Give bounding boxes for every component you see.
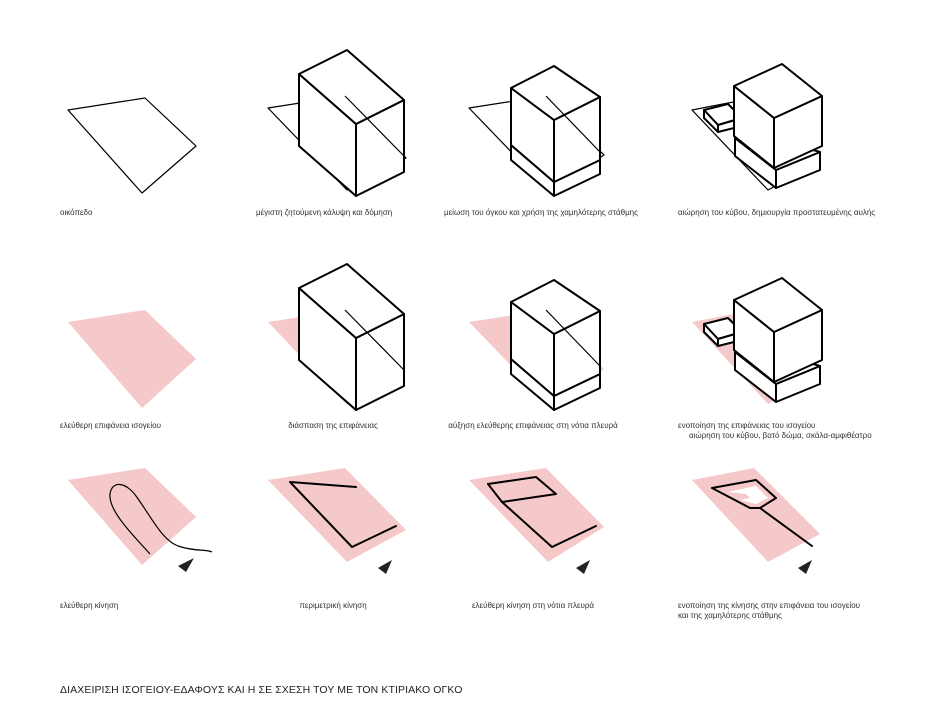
diagram-perimeter-movement bbox=[268, 468, 406, 574]
diagram-free-movement-south bbox=[469, 468, 604, 574]
diagram-free-ground-surface bbox=[68, 310, 196, 408]
caption-free-ground-surface: ελεύθερη επιφάνεια ισογείου bbox=[60, 421, 161, 430]
caption-increased-free-surface: αύξηση ελεύθερης επιφάνειας στη νότια πλ… bbox=[448, 421, 618, 430]
diagram-free-movement bbox=[68, 468, 213, 572]
caption-max-volume: μέγιστη ζητούμενη κάλυψη και δόμηση bbox=[256, 208, 393, 217]
diagram-floating-cube bbox=[691, 63, 823, 191]
diagram-reduced-volume bbox=[468, 65, 605, 197]
diagram-unified-surface bbox=[692, 277, 823, 404]
caption-free-movement: ελεύθερη κίνηση bbox=[60, 601, 119, 610]
caption-plot: οικόπεδο bbox=[60, 208, 93, 217]
diagram-increased-free-surface bbox=[469, 279, 604, 411]
caption-unified-surface: ενοποίηση της επιφάνειας του ισογείου αι… bbox=[678, 421, 872, 440]
caption-surface-split: διάσπαση της επιφάνειας bbox=[288, 421, 378, 430]
caption-unified-movement: ενοποίηση της κίνησης στην επιφάνεια του… bbox=[678, 601, 861, 620]
diagram-max-volume bbox=[267, 49, 407, 197]
diagram-plot-outline bbox=[67, 97, 197, 194]
caption-free-movement-south: ελεύθερη κίνηση στη νότια πλευρά bbox=[471, 601, 595, 610]
diagram-surface-split bbox=[268, 263, 406, 411]
caption-floating-cube: αιώρηση του κύβου, δημιουργία προστατευμ… bbox=[678, 208, 876, 217]
diagram-unified-movement bbox=[692, 468, 820, 574]
caption-perimeter-movement: περιμετρική κίνηση bbox=[299, 601, 367, 610]
caption-reduced-volume: μείωση του όγκου και χρήση της χαμηλότερ… bbox=[444, 208, 638, 217]
sheet-title: ΔΙΑΧΕΙΡΙΣΗ ΙΣΟΓΕΙΟΥ-ΕΔΑΦΟΥΣ ΚΑΙ Η ΣΕ ΣΧΕ… bbox=[60, 684, 463, 696]
